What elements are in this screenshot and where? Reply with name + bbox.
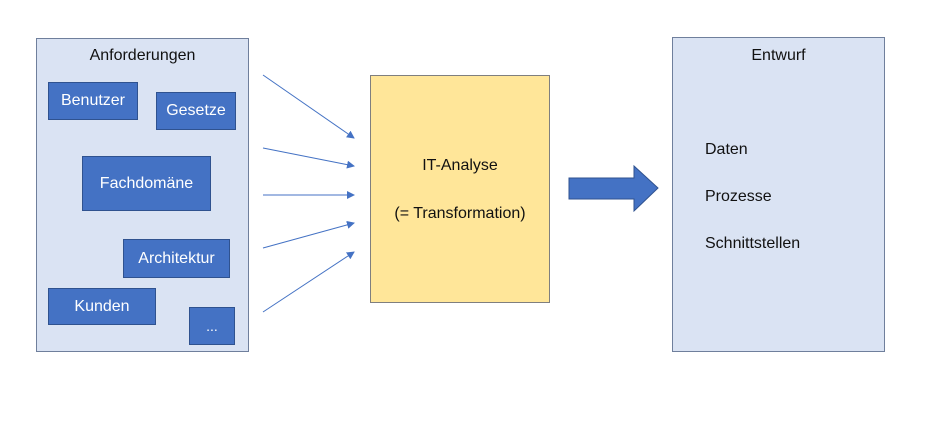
requirements-panel: Anforderungen Benutzer Gesetze Fachdomän…: [36, 38, 249, 352]
design-item-daten: Daten: [705, 141, 748, 158]
block-arrow-icon: [568, 164, 659, 213]
requirement-gesetze: Gesetze: [156, 92, 236, 130]
requirement-fachdomaene: Fachdomäne: [82, 156, 211, 211]
analysis-title: IT-Analyse: [422, 157, 498, 174]
arrow-line-2: [262, 147, 355, 169]
requirement-kunden: Kunden: [48, 288, 156, 325]
design-item-schnittstellen: Schnittstellen: [705, 235, 801, 252]
design-panel: Entwurf Daten Prozesse Schnittstellen: [672, 37, 885, 352]
requirements-title: Anforderungen: [89, 47, 196, 64]
arrow-line-4: [262, 220, 355, 249]
design-item-prozesse: Prozesse: [705, 188, 772, 205]
arrow-line-1: [262, 74, 355, 139]
analysis-box: IT-Analyse (= Transformation): [370, 75, 550, 303]
design-title: Entwurf: [751, 47, 806, 64]
requirement-benutzer: Benutzer: [48, 82, 138, 120]
requirement-more: ...: [189, 307, 235, 345]
arrow-line-5: [262, 251, 355, 313]
analysis-subtitle: (= Transformation): [394, 205, 526, 222]
requirement-architektur: Architektur: [123, 239, 230, 278]
